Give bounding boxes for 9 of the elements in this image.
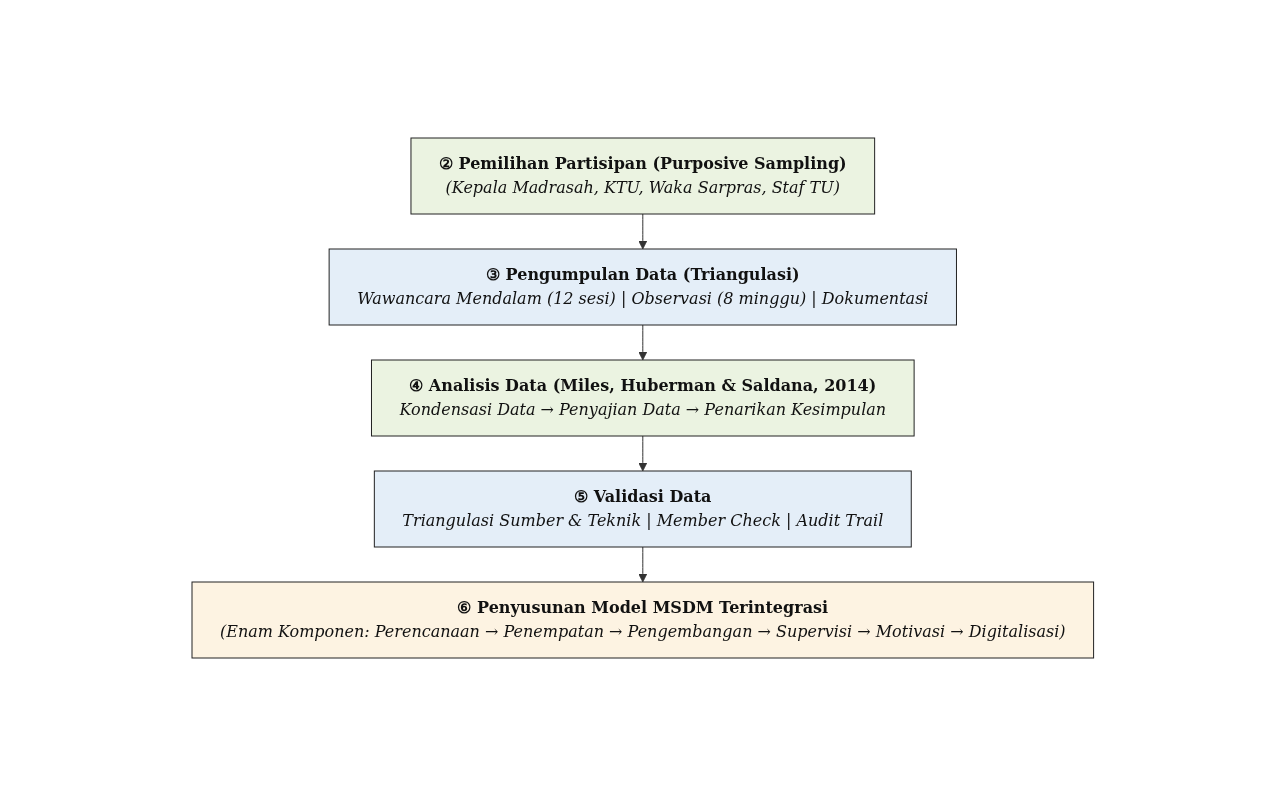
arrow xyxy=(638,213,647,250)
node-box: ④ Analisis Data (Miles, Huberman & Saldana, 2014) Kondensasi Data → Penyajian Data → Penarikan Kesimpulan xyxy=(370,359,915,437)
arrow xyxy=(638,435,647,472)
arrow xyxy=(638,324,647,361)
arrow xyxy=(638,546,647,583)
node-box: ⑥ Penyusunan Model MSDM Terintegrasi (Enam Komponen: Perencanaan → Penempatan → Pengembangan → Supervisi → Motivasi → Digitalisasi) xyxy=(191,581,1094,659)
node-box: ② Pemilihan Partisipan (Purposive Sampling) (Kepala Madrasah, KTU, Waka Sarpras, Staf TU) xyxy=(410,137,875,215)
node-box: ③ Pengumpulan Data (Triangulasi) Wawancara Mendalam (12 sesi) | Observasi (8 minggu) | Dokumentasi xyxy=(328,248,957,326)
node-box: ⑤ Validasi Data Triangulasi Sumber & Teknik | Member Check | Audit Trail xyxy=(373,470,912,548)
